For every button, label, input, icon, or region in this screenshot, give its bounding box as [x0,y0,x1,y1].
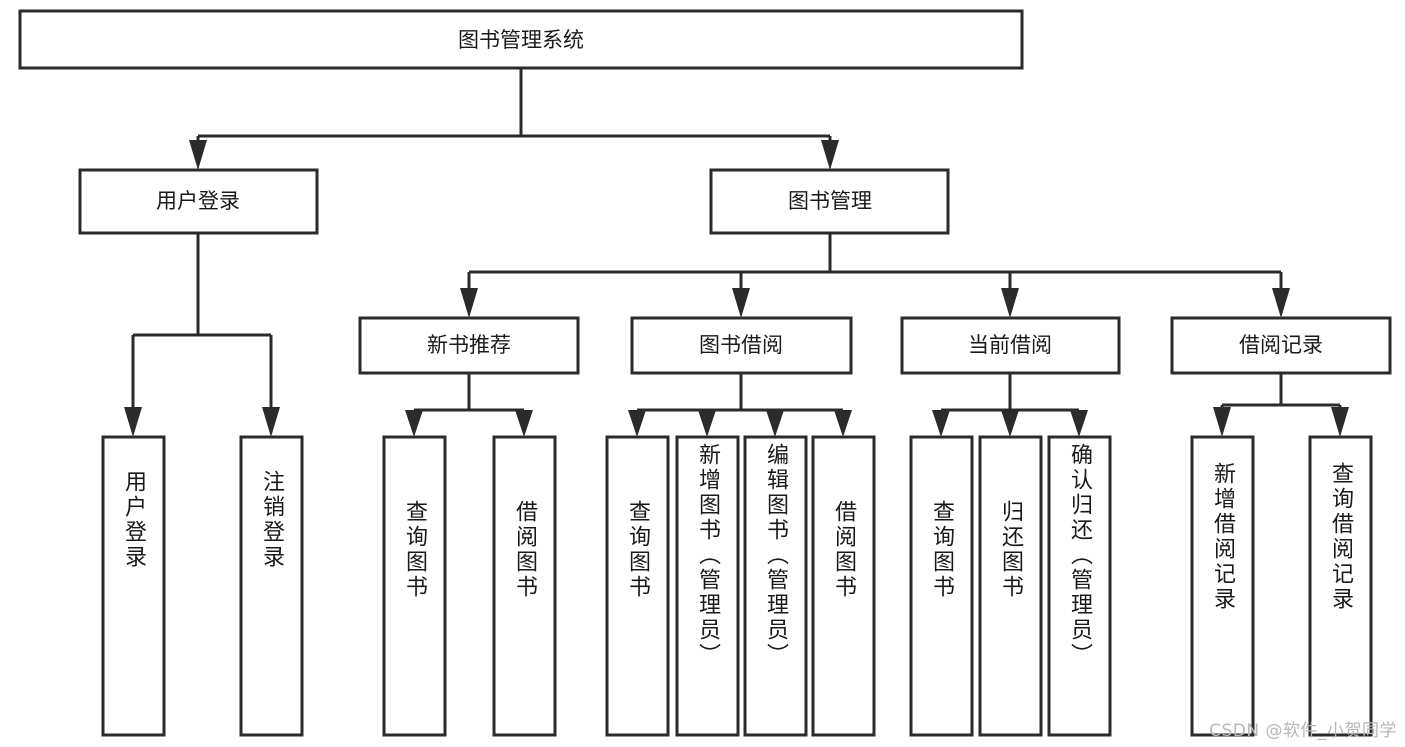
node-book-management-label: 图书管理 [788,189,872,213]
csdn-watermark: CSDN @软件_小贺同学 [1209,721,1397,741]
leaf-book-borrow-3[interactable] [743,435,808,737]
leaf-user-login-1[interactable] [101,435,166,737]
leaf-borrow-record-2[interactable] [1308,435,1373,737]
node-book-management[interactable] [709,168,950,235]
arrow-currentborrow-leaf-3 [1070,410,1088,437]
node-book-borrow-label: 图书借阅 [699,333,783,357]
node-user-login-label: 用户登录 [156,189,240,213]
connector-group-bookmgmt [460,233,1290,318]
node-root-book-management-system[interactable] [18,9,1024,70]
arrow-borrowbook-leaf-1 [628,410,646,437]
arrow-borrowbook-leaf-4 [834,410,852,437]
arrow-bookmgmt-child-1 [460,288,478,318]
node-current-borrow-label: 当前借阅 [968,333,1052,357]
arrow-userlogin-leaf-1 [124,407,142,437]
connector-group-borrowbook [628,373,852,437]
arrow-currentborrow-leaf-2 [1001,410,1019,437]
leaf-book-borrow-2[interactable] [675,435,740,737]
arrow-bookmgmt-child-4 [1272,288,1290,318]
arrow-newbook-leaf-2 [515,410,533,437]
node-borrow-record-label: 借阅记录 [1239,333,1323,357]
leaf-current-borrow-2[interactable] [978,435,1043,737]
node-new-book-recommend-label: 新书推荐 [427,333,511,357]
arrow-bookmgmt-child-3 [1001,288,1019,318]
arrow-root-to-bookmgmt [821,140,839,170]
connector-group-newbook [405,373,533,437]
node-current-borrow[interactable] [900,316,1121,375]
arrow-userlogin-leaf-2 [262,407,280,437]
node-new-book-recommend[interactable] [358,316,580,375]
leaf-book-borrow-1[interactable] [605,435,670,737]
arrow-root-to-userlogin [189,140,207,170]
node-borrow-record[interactable] [1170,316,1392,375]
leaf-user-login-2[interactable] [239,435,304,737]
node-root-label: 图书管理系统 [458,28,584,52]
node-user-login[interactable] [78,168,319,235]
leaf-book-borrow-4[interactable] [811,435,876,737]
leaf-current-borrow-1[interactable] [909,435,974,737]
arrow-currentborrow-leaf-1 [932,410,950,437]
connector-group-userlogin [124,233,280,437]
arrow-borrowrecord-leaf-2 [1331,407,1349,437]
connector-group-root [189,68,839,170]
node-book-borrow[interactable] [630,316,853,375]
leaf-new-book-1[interactable] [382,435,447,737]
arrow-bookmgmt-child-2 [732,288,750,318]
leaf-new-book-2[interactable] [492,435,557,737]
leaf-borrow-record-1[interactable] [1190,435,1255,737]
arrow-borrowbook-leaf-3 [766,410,784,437]
arrow-borrowrecord-leaf-1 [1213,407,1231,437]
arrow-newbook-leaf-1 [405,410,423,437]
connector-group-currentborrow [932,373,1088,437]
connector-group-borrowrecord [1213,373,1349,437]
leaf-current-borrow-3[interactable] [1047,435,1112,737]
arrow-borrowbook-leaf-2 [698,410,716,437]
